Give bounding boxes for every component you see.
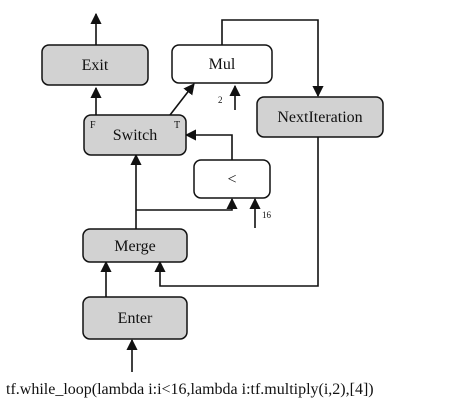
node-mul: Mul — [171, 44, 273, 84]
edge-mul-to-nextiteration — [221, 19, 324, 98]
node-enter-label: Enter — [118, 310, 153, 327]
switch-port-false: F — [90, 120, 96, 131]
node-switch: Switch F T — [83, 114, 187, 156]
mul-constant-label: 2 — [218, 95, 223, 105]
node-switch-label: Switch — [113, 127, 157, 144]
edge-nextiteration-to-merge — [154, 137, 319, 287]
node-less-label: < — [227, 171, 236, 188]
node-next-iteration-label: NextIteration — [277, 109, 362, 126]
node-merge-label: Merge — [114, 238, 155, 255]
edges — [90, 12, 324, 372]
edge-less-to-switch — [184, 129, 233, 160]
node-less: < — [193, 159, 271, 199]
diagram-caption: tf.while_loop(lambda i:i<16,lambda i:tf.… — [6, 381, 374, 398]
node-exit: Exit — [41, 44, 149, 86]
node-mul-label: Mul — [209, 56, 236, 73]
switch-port-true: T — [174, 120, 180, 131]
less-constant-label: 16 — [262, 210, 272, 220]
edge-merge-to-less — [136, 197, 238, 211]
edge-switch-to-mul — [169, 83, 195, 116]
node-next-iteration: NextIteration — [256, 96, 384, 138]
node-exit-label: Exit — [82, 57, 109, 74]
node-enter: Enter — [82, 296, 188, 340]
node-merge: Merge — [82, 228, 188, 263]
